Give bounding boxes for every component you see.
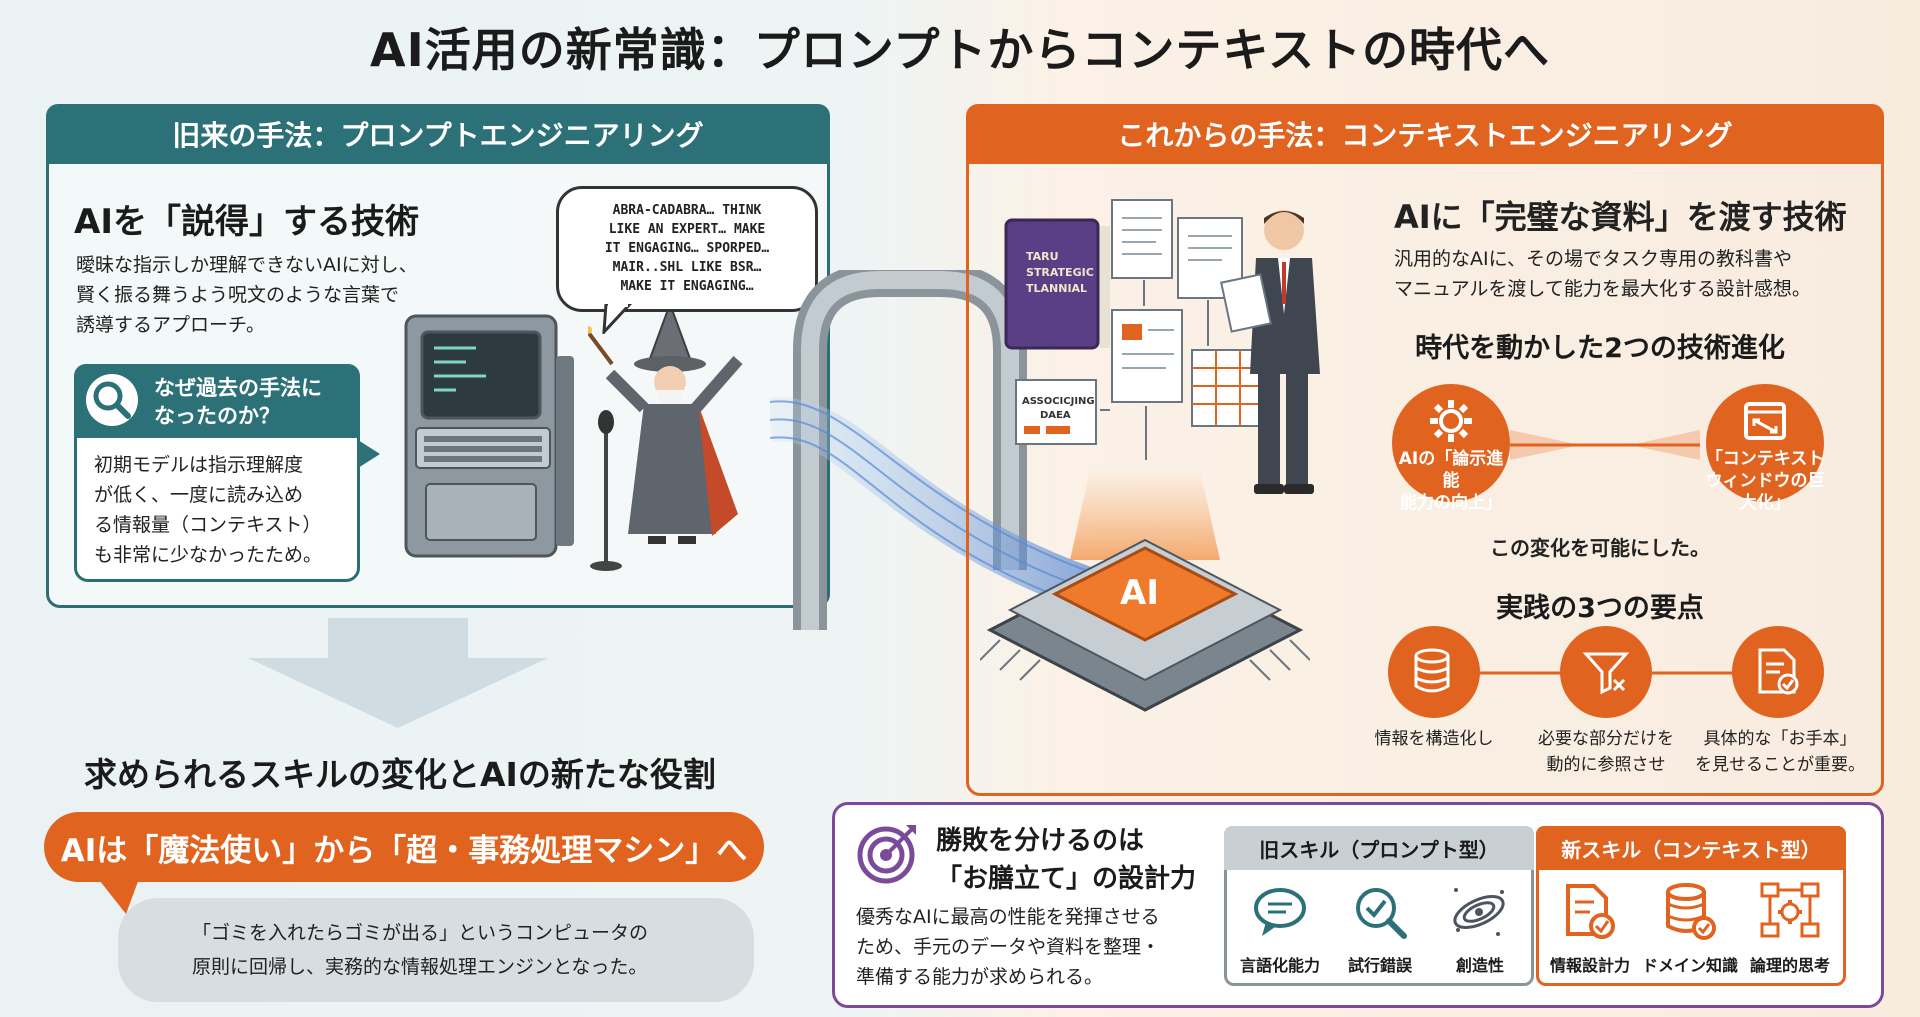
speech-line: LIKE AN EXPERT… MAKE <box>608 222 766 237</box>
practice-label-line: 必要な部分だけを <box>1538 729 1674 749</box>
practice-label-line: 動的に参照させ <box>1546 755 1666 775</box>
why-body: 初期モデルは指示理解度 が低く、一度に読み込め る情報量（コンテキスト） も非常… <box>94 450 322 570</box>
database-icon <box>1414 648 1450 693</box>
retro-computer-illustration <box>404 314 574 558</box>
new-method-line: マニュアルを渡して能力を最大化する設計感想。 <box>1394 278 1811 300</box>
practice-label: 必要な部分だけを 動的に参照させ <box>1526 726 1686 778</box>
documents-illustration: TARU STRATEGIC TLANNIAL ASSOCICJING DAEA <box>1004 199 1263 460</box>
galaxy-icon <box>1453 888 1505 936</box>
database-check-icon <box>1666 883 1716 940</box>
why-body-line: も非常に少なかったため。 <box>94 544 323 566</box>
evolution-caption: この変化を可能にした。 <box>1490 536 1710 560</box>
practice-step-filter <box>1560 626 1652 718</box>
convergence-arrows <box>1510 430 1700 460</box>
speech-line: MAIR..SHL LIKE BSR… <box>612 260 762 275</box>
practice-label: 情報を構造化し <box>1354 726 1514 752</box>
winning-title-line: 勝敗を分けるのは <box>936 826 1145 856</box>
why-body-line: る情報量（コンテキスト） <box>94 514 322 536</box>
evolution-label: 「コンテキスト ウィンドウの巨大化」 <box>1702 448 1828 514</box>
evolution-label: AIの「論示進能 能力の向上」 <box>1392 448 1510 514</box>
practice-label-line: 具体的な「お手本」 <box>1703 729 1857 749</box>
new-skills-header: 新スキル（コンテキスト型） <box>1536 826 1846 870</box>
old-method-tab: 旧来の手法：プロンプトエンジニアリング <box>46 104 830 164</box>
winning-body-line: 準備する能力が求められる。 <box>856 966 1104 988</box>
old-method-heading: AIを「説得」する技術 <box>74 202 419 242</box>
evolution-circle-reasoning: AIの「論示進能 能力の向上」 <box>1392 384 1510 513</box>
skills-section-title: 求められるスキルの変化とAIの新たな役割 <box>84 755 716 794</box>
gear-icon <box>1430 400 1472 442</box>
old-method-line: 曖昧な指示しか理解できないAIに対し、 <box>76 254 418 276</box>
evolution-label-line: 能力の向上」 <box>1400 493 1502 513</box>
associating-data-label: ASSOCICJING <box>1022 396 1095 407</box>
new-method-tab: これからの手法：コンテキストエンジニアリング <box>966 104 1884 164</box>
winning-factor-title: 勝敗を分けるのは 「お膳立て」の設計力 <box>936 822 1196 898</box>
ai-role-banner: AIは「魔法使い」から「超・事務処理マシン」へ <box>44 812 764 882</box>
down-arrow-icon <box>248 618 548 728</box>
why-body-line: 初期モデルは指示理解度 <box>94 454 304 476</box>
winning-body-line: ため、手元のデータや資料を整理・ <box>856 936 1161 958</box>
gigo-line: 「ゴミを入れたらゴミが出る」というコンピュータの <box>192 922 649 944</box>
practice-label-line: を見せることが重要。 <box>1695 755 1865 775</box>
book-cover-line: TARU <box>1026 250 1059 263</box>
practice-label-line: 情報を構造化し <box>1374 729 1494 749</box>
speech-line: IT ENGAGING… SPORPED… <box>604 241 770 256</box>
banner-tail <box>96 876 140 914</box>
evolution-label-line: ウィンドウの巨大化」 <box>1705 471 1825 513</box>
document-check-icon <box>1758 648 1799 695</box>
practice-label: 具体的な「お手本」 を見せることが重要。 <box>1690 726 1870 778</box>
old-method-line: 賢く振る舞うよう呪文のような言葉で <box>76 284 400 306</box>
why-body-line: が低く、一度に読み込め <box>94 484 304 506</box>
speech-line: ABRA-CADABRA… THINK <box>612 203 762 218</box>
ai-chip-label: AI <box>1120 573 1159 613</box>
why-title-line: なぜ過去の手法に <box>154 376 322 400</box>
old-skills-header: 旧スキル（プロンプト型） <box>1224 826 1534 870</box>
associating-data-label: DAEA <box>1040 410 1071 421</box>
old-skill-label: 試行錯誤 <box>1347 956 1412 975</box>
gigo-line: 原則に回帰し、実務的な情報処理エンジンとなった。 <box>192 956 648 978</box>
practice-step-structure <box>1388 626 1480 718</box>
practice-step-example <box>1732 626 1824 718</box>
document-check-icon <box>1566 884 1615 939</box>
old-method-description: 曖昧な指示しか理解できないAIに対し、 賢く振る舞うよう呪文のような言葉で 誘導… <box>76 250 418 340</box>
evolution-title: 時代を動かした2つの技術進化 <box>1415 333 1785 364</box>
winning-title-line: 「お膳立て」の設計力 <box>936 864 1197 894</box>
old-method-line: 誘導するアプローチ。 <box>76 314 266 336</box>
speech-bubble-icon <box>1254 888 1306 936</box>
evolution-circle-context-window: 「コンテキスト ウィンドウの巨大化」 <box>1706 384 1825 513</box>
gigo-bubble: 「ゴミを入れたらゴミが出る」というコンピュータの 原則に回帰し、実務的な情報処理… <box>118 898 754 1002</box>
new-skill-label: 情報設計力 <box>1549 956 1630 975</box>
magnifier-check-icon <box>1356 888 1407 939</box>
new-skill-label: ドメイン知識 <box>1641 956 1738 975</box>
flowchart-gear-icon <box>1760 882 1820 938</box>
winning-body-line: 優秀なAIに最高の性能を発揮させる <box>856 906 1160 928</box>
winning-factor-body: 優秀なAIに最高の性能を発揮させる ため、手元のデータや資料を整理・ 準備する能… <box>856 902 1160 992</box>
new-skill-label: 論理的思考 <box>1749 956 1830 975</box>
ai-chip-illustration: AI <box>980 470 1310 712</box>
evolution-label-line: AIの「論示進能 <box>1398 449 1504 491</box>
new-method-description: 汎用的なAIに、その場でタスク専用の教科書や マニュアルを渡して能力を最大化する… <box>1394 244 1811 304</box>
target-icon <box>857 825 916 884</box>
book-cover-line: STRATEGIC <box>1026 266 1094 279</box>
why-box-pointer <box>358 440 380 468</box>
wizard-speech-bubble: ABRA-CADABRA… THINK LIKE AN EXPERT… MAKE… <box>556 186 818 312</box>
businessman-illustration <box>1220 210 1320 494</box>
new-method-line: 汎用的なAIに、その場でタスク専用の教科書や <box>1394 248 1793 270</box>
speech-line: MAKE IT ENGAGING… <box>620 279 754 294</box>
old-skill-label: 言語化能力 <box>1239 956 1320 975</box>
why-title-line: なったのか？ <box>154 404 280 428</box>
practice-title: 実践の3つの要点 <box>1496 593 1704 624</box>
filter-icon <box>1582 652 1630 695</box>
new-method-heading: AIに「完璧な資料」を渡す技術 <box>1394 198 1847 236</box>
book-cover-line: TLANNIAL <box>1026 282 1087 295</box>
speech-bubble-tail <box>602 304 633 334</box>
expand-window-icon <box>1744 402 1786 440</box>
old-skill-label: 創造性 <box>1455 956 1504 975</box>
search-icon <box>86 374 138 426</box>
evolution-label-line: 「コンテキスト <box>1705 449 1825 469</box>
page-title: AI活用の新常識：プロンプトからコンテキストの時代へ <box>370 23 1550 77</box>
wizard-illustration <box>588 304 743 571</box>
